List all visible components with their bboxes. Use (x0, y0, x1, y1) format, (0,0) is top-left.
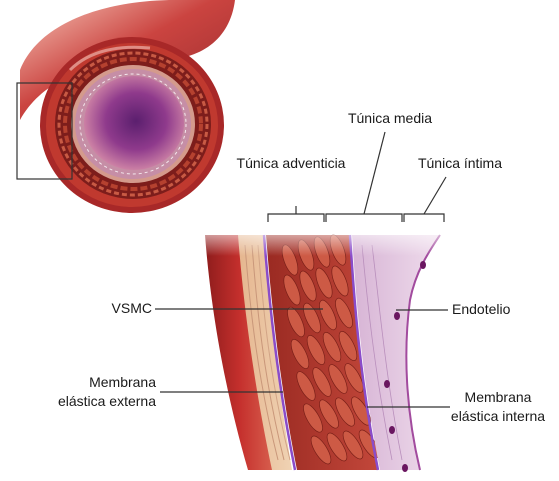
artery-wall-detail (200, 218, 450, 472)
artery-cross-section (20, 0, 235, 213)
label-tunica-intima: Túnica íntima (408, 155, 512, 172)
label-membrana-interna-2: elástica interna (440, 408, 556, 425)
label-tunica-media: Túnica media (337, 110, 443, 127)
label-endotelio: Endotelio (452, 301, 510, 318)
label-membrana-externa-1: Membrana (30, 374, 156, 391)
label-tunica-adventicia: Túnica adventicia (226, 155, 356, 172)
label-membrana-externa-2: elástica externa (30, 393, 156, 410)
label-vsmc: VSMC (96, 300, 152, 317)
label-membrana-interna-1: Membrana (440, 389, 556, 406)
layer-brackets (268, 132, 446, 222)
